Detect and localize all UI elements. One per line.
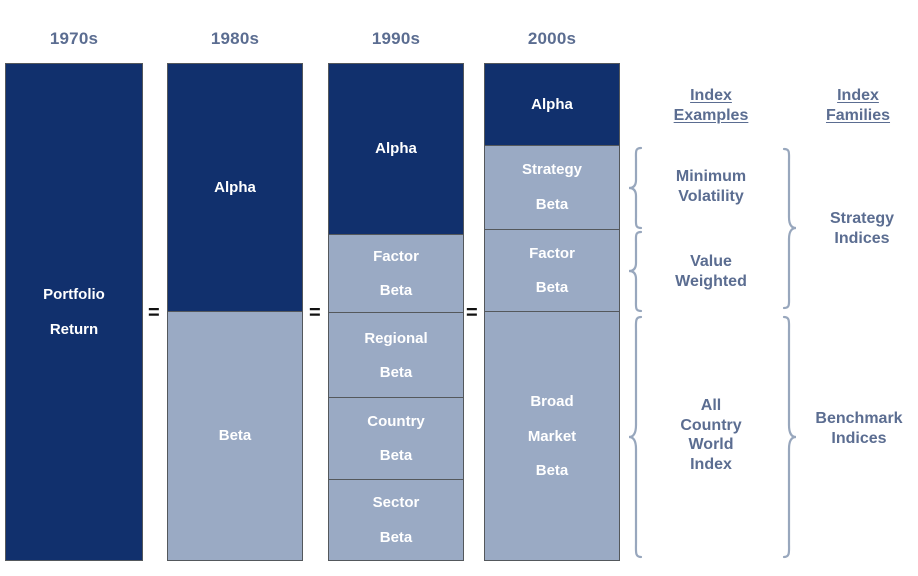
index-example-line: Weighted [675, 272, 747, 290]
segment-label-line: Return [49, 320, 99, 338]
bar-1970s: Portfolio Return [5, 63, 143, 561]
segment-label-line: Beta [218, 427, 252, 445]
index-family-line: Benchmark [815, 410, 903, 427]
column-header-index-examples: Index Examples [641, 86, 781, 126]
decade-label-1990s: 1990s [328, 29, 464, 49]
segment-label-line: Beta [535, 279, 569, 297]
segment-label-line: Regional [364, 329, 428, 347]
segment-label-line: Beta [535, 462, 569, 480]
segment-label-line: Strategy [521, 161, 583, 179]
segment-label-line: Beta [535, 195, 569, 213]
segment-portfolio-return: Portfolio Return [6, 64, 142, 560]
segment-beta: Beta [168, 312, 302, 560]
brace-value-weighted [628, 230, 644, 313]
column-header-line: Examples [673, 107, 749, 124]
index-example-value-weighted: Value Weighted [652, 252, 770, 291]
index-example-line: Index [690, 455, 732, 473]
segment-label-line: Alpha [375, 140, 417, 158]
index-family-line: Indices [831, 429, 887, 447]
column-header-line: Families [825, 107, 891, 124]
index-example-line: All [700, 397, 722, 414]
segment-alpha: Alpha [329, 64, 463, 235]
index-example-minimum-volatility: Minimum Volatility [652, 167, 770, 206]
index-family-strategy-indices: Strategy Indices [806, 209, 918, 248]
decade-label-text: 1970s [49, 29, 99, 48]
column-header-line: Index [690, 87, 732, 104]
segment-label-line: Portfolio [43, 286, 105, 304]
index-example-line: Value [690, 253, 732, 270]
segment-label-line: Factor [529, 244, 575, 262]
decade-label-2000s: 2000s [484, 29, 620, 49]
segment-label-line: Broad [530, 393, 574, 411]
equals-sign-1: = [148, 302, 160, 324]
index-example-line: Country [680, 416, 742, 434]
segment-label-line: Alpha [214, 178, 256, 196]
brace-benchmark-indices [781, 315, 797, 560]
segment-label-line: Alpha [531, 95, 573, 113]
decade-label-1970s: 1970s [5, 29, 143, 49]
decade-label-text: 2000s [527, 29, 577, 48]
segment-label-line: Sector [372, 494, 420, 512]
column-header-index-families: Index Families [793, 86, 918, 126]
index-family-benchmark-indices: Benchmark Indices [800, 409, 918, 448]
index-example-all-country-world-index: All Country World Index [652, 396, 770, 474]
segment-regional-beta: Regional Beta [329, 313, 463, 399]
segment-country-beta: Country Beta [329, 398, 463, 481]
segment-alpha: Alpha [168, 64, 302, 312]
segment-alpha: Alpha [485, 64, 619, 146]
column-header-line: Index [837, 87, 879, 104]
segment-broad-market-beta: Broad Market Beta [485, 312, 619, 560]
bar-1990s: Alpha Factor Beta Regional Beta Country … [328, 63, 464, 561]
decade-label-text: 1990s [371, 29, 421, 48]
segment-label-line: Beta [379, 528, 413, 546]
decade-label-1980s: 1980s [167, 29, 303, 49]
segment-label-line: Market [527, 427, 577, 445]
index-example-line: Volatility [678, 187, 744, 205]
brace-all-country-world-index [628, 315, 644, 560]
segment-label-line: Beta [379, 282, 413, 300]
index-family-line: Strategy [829, 210, 895, 227]
segment-label-line: Country [367, 412, 425, 430]
segment-label-line: Beta [379, 364, 413, 381]
equals-sign-2: = [309, 302, 321, 324]
segment-factor-beta: Factor Beta [485, 229, 619, 313]
index-example-line: Minimum [675, 168, 747, 185]
brace-strategy-indices [781, 147, 797, 312]
segment-factor-beta: Factor Beta [329, 234, 463, 314]
bar-1980s: Alpha Beta [167, 63, 303, 561]
segment-strategy-beta: Strategy Beta [485, 145, 619, 230]
equals-sign-3: = [466, 302, 478, 324]
segment-label-line: Beta [379, 447, 413, 465]
bar-2000s: Alpha Strategy Beta Factor Beta Broad Ma… [484, 63, 620, 561]
decade-label-text: 1980s [210, 29, 260, 48]
brace-minimum-volatility [628, 146, 644, 230]
index-family-line: Indices [834, 229, 890, 247]
segment-sector-beta: Sector Beta [329, 480, 463, 560]
index-example-line: World [688, 436, 734, 454]
segment-label-line: Factor [373, 247, 419, 265]
